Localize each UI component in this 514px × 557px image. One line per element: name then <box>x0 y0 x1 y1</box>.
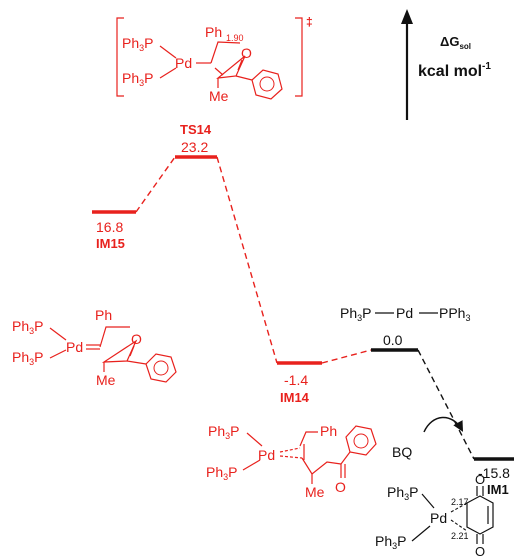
im14-ph3p-top: Ph3P <box>208 423 239 441</box>
ts14-me: Me <box>209 88 229 104</box>
bq-label: BQ <box>392 444 412 460</box>
label-im15: IM15 <box>96 236 125 251</box>
im14-phenyl-ring <box>345 425 377 456</box>
im14-me: Me <box>305 484 325 500</box>
im1-bond-length-top: 2.17 <box>451 497 469 507</box>
axis-arrowhead <box>401 9 413 24</box>
im1-ph3p-top: Ph3P <box>387 484 418 502</box>
im14-chain <box>299 431 342 475</box>
ts14-structure: ‡ Ph3P Ph3P Pd O Ph 1.90 Me <box>116 15 313 104</box>
im14-phenyl-aromatic <box>353 433 369 449</box>
pd0-formula: Ph3P <box>340 305 371 323</box>
connector-im14-pd0 <box>321 349 372 364</box>
energy-axis: ΔGsol kcal mol-1 <box>401 9 491 120</box>
ts14-o: O <box>241 45 252 61</box>
im15-ph: Ph <box>95 307 112 323</box>
im1-o-bottom: O <box>475 544 485 557</box>
im15-phenyl-aromatic <box>153 360 169 376</box>
im14-ph: Ph <box>320 423 337 439</box>
im1-structure: Ph3P Ph3P Pd 2.17 2.21 O O <box>375 472 494 557</box>
energy-im15: 16.8 <box>96 219 123 235</box>
im15-ph3p-top: Ph3P <box>12 318 43 336</box>
ts14-pd: Pd <box>175 55 192 71</box>
im1-ph3p-bottom: Ph3P <box>375 533 406 551</box>
ts14-bond-p-pd-bottom <box>159 67 177 79</box>
im15-phenyl-ring <box>145 353 177 383</box>
im15-bond-p-pd-bottom <box>49 349 67 359</box>
im14-structure: Ph3P Ph3P Pd Ph Me O <box>206 423 377 500</box>
im1-bond-p-pd-top <box>421 493 435 509</box>
ts14-bracket-left <box>116 17 124 97</box>
ts14-bond-length: 1.90 <box>226 33 244 43</box>
connector-pd0-im1 <box>417 349 475 460</box>
energy-pd0: 0.0 <box>383 332 403 348</box>
im15-ph3p-bottom: Ph3P <box>12 349 43 367</box>
pd0-pph3: PPh3 <box>439 305 470 323</box>
ts14-ring-double <box>214 67 224 76</box>
ts14-phenyl-ring <box>251 69 283 100</box>
ts14-bond-p-pd-top <box>159 45 177 59</box>
ts14-ph: Ph <box>205 24 222 40</box>
im1-o-top: O <box>475 472 485 487</box>
pd0-pd: Pd <box>396 305 413 321</box>
im14-bond-pd-c-1 <box>279 447 301 453</box>
im14-ph3p-bottom: Ph3P <box>206 464 237 482</box>
im14-bond-phenyl <box>340 451 351 465</box>
im1-bond-pd-c-top <box>450 502 468 513</box>
im15-pd: Pd <box>66 339 83 355</box>
im14-bond-pd-c-2 <box>279 455 303 459</box>
im1-bond-pd-c-bottom <box>450 519 468 532</box>
im14-bond-p-pd-bottom <box>242 459 261 471</box>
energy-ts14: 23.2 <box>181 139 208 155</box>
ts14-bond-phenyl <box>235 75 253 81</box>
pd0-structure: Ph3P Pd PPh3 <box>340 305 470 323</box>
connector-ts14-im14 <box>216 156 278 364</box>
im15-structure: Ph3P Ph3P Pd O Ph Me <box>12 307 177 388</box>
connectors <box>135 156 475 460</box>
label-im1: IM1 <box>487 482 509 497</box>
bq-curved-arrow <box>423 416 464 433</box>
im15-bond-phenyl <box>126 360 147 365</box>
ts14-ph3p-bottom: Ph3P <box>122 70 153 88</box>
im1-pd: Pd <box>430 510 447 526</box>
im1-bond-p-pd-bottom <box>411 525 431 542</box>
im1-quinone-ring <box>466 495 494 535</box>
im1-bond-length-bottom: 2.21 <box>451 531 469 541</box>
energy-im14: -1.4 <box>284 372 308 388</box>
label-im14: IM14 <box>280 390 310 405</box>
ts14-ring-double-2 <box>237 59 243 71</box>
connector-im15-ts14 <box>135 156 176 213</box>
energy-im1: -15.8 <box>478 465 510 481</box>
ts14-ring <box>210 41 246 79</box>
im15-ring-double <box>129 345 135 357</box>
ts14-dagger: ‡ <box>306 15 313 29</box>
label-ts14: TS14 <box>180 122 212 137</box>
ts14-phenyl-aromatic <box>259 76 275 92</box>
im14-pd: Pd <box>258 447 275 463</box>
ts14-bracket-right <box>295 17 303 97</box>
axis-unit: kcal mol-1 <box>418 61 491 80</box>
ts14-ph3p-top: Ph3P <box>122 35 153 53</box>
im15-o: O <box>131 331 142 347</box>
im14-bond-p-pd-top <box>246 432 263 447</box>
axis-label: ΔGsol <box>440 34 471 51</box>
im15-bond-p-pd-top <box>49 327 67 341</box>
im15-me: Me <box>96 372 116 388</box>
energy-levels <box>92 155 514 461</box>
im14-o: O <box>335 479 346 495</box>
